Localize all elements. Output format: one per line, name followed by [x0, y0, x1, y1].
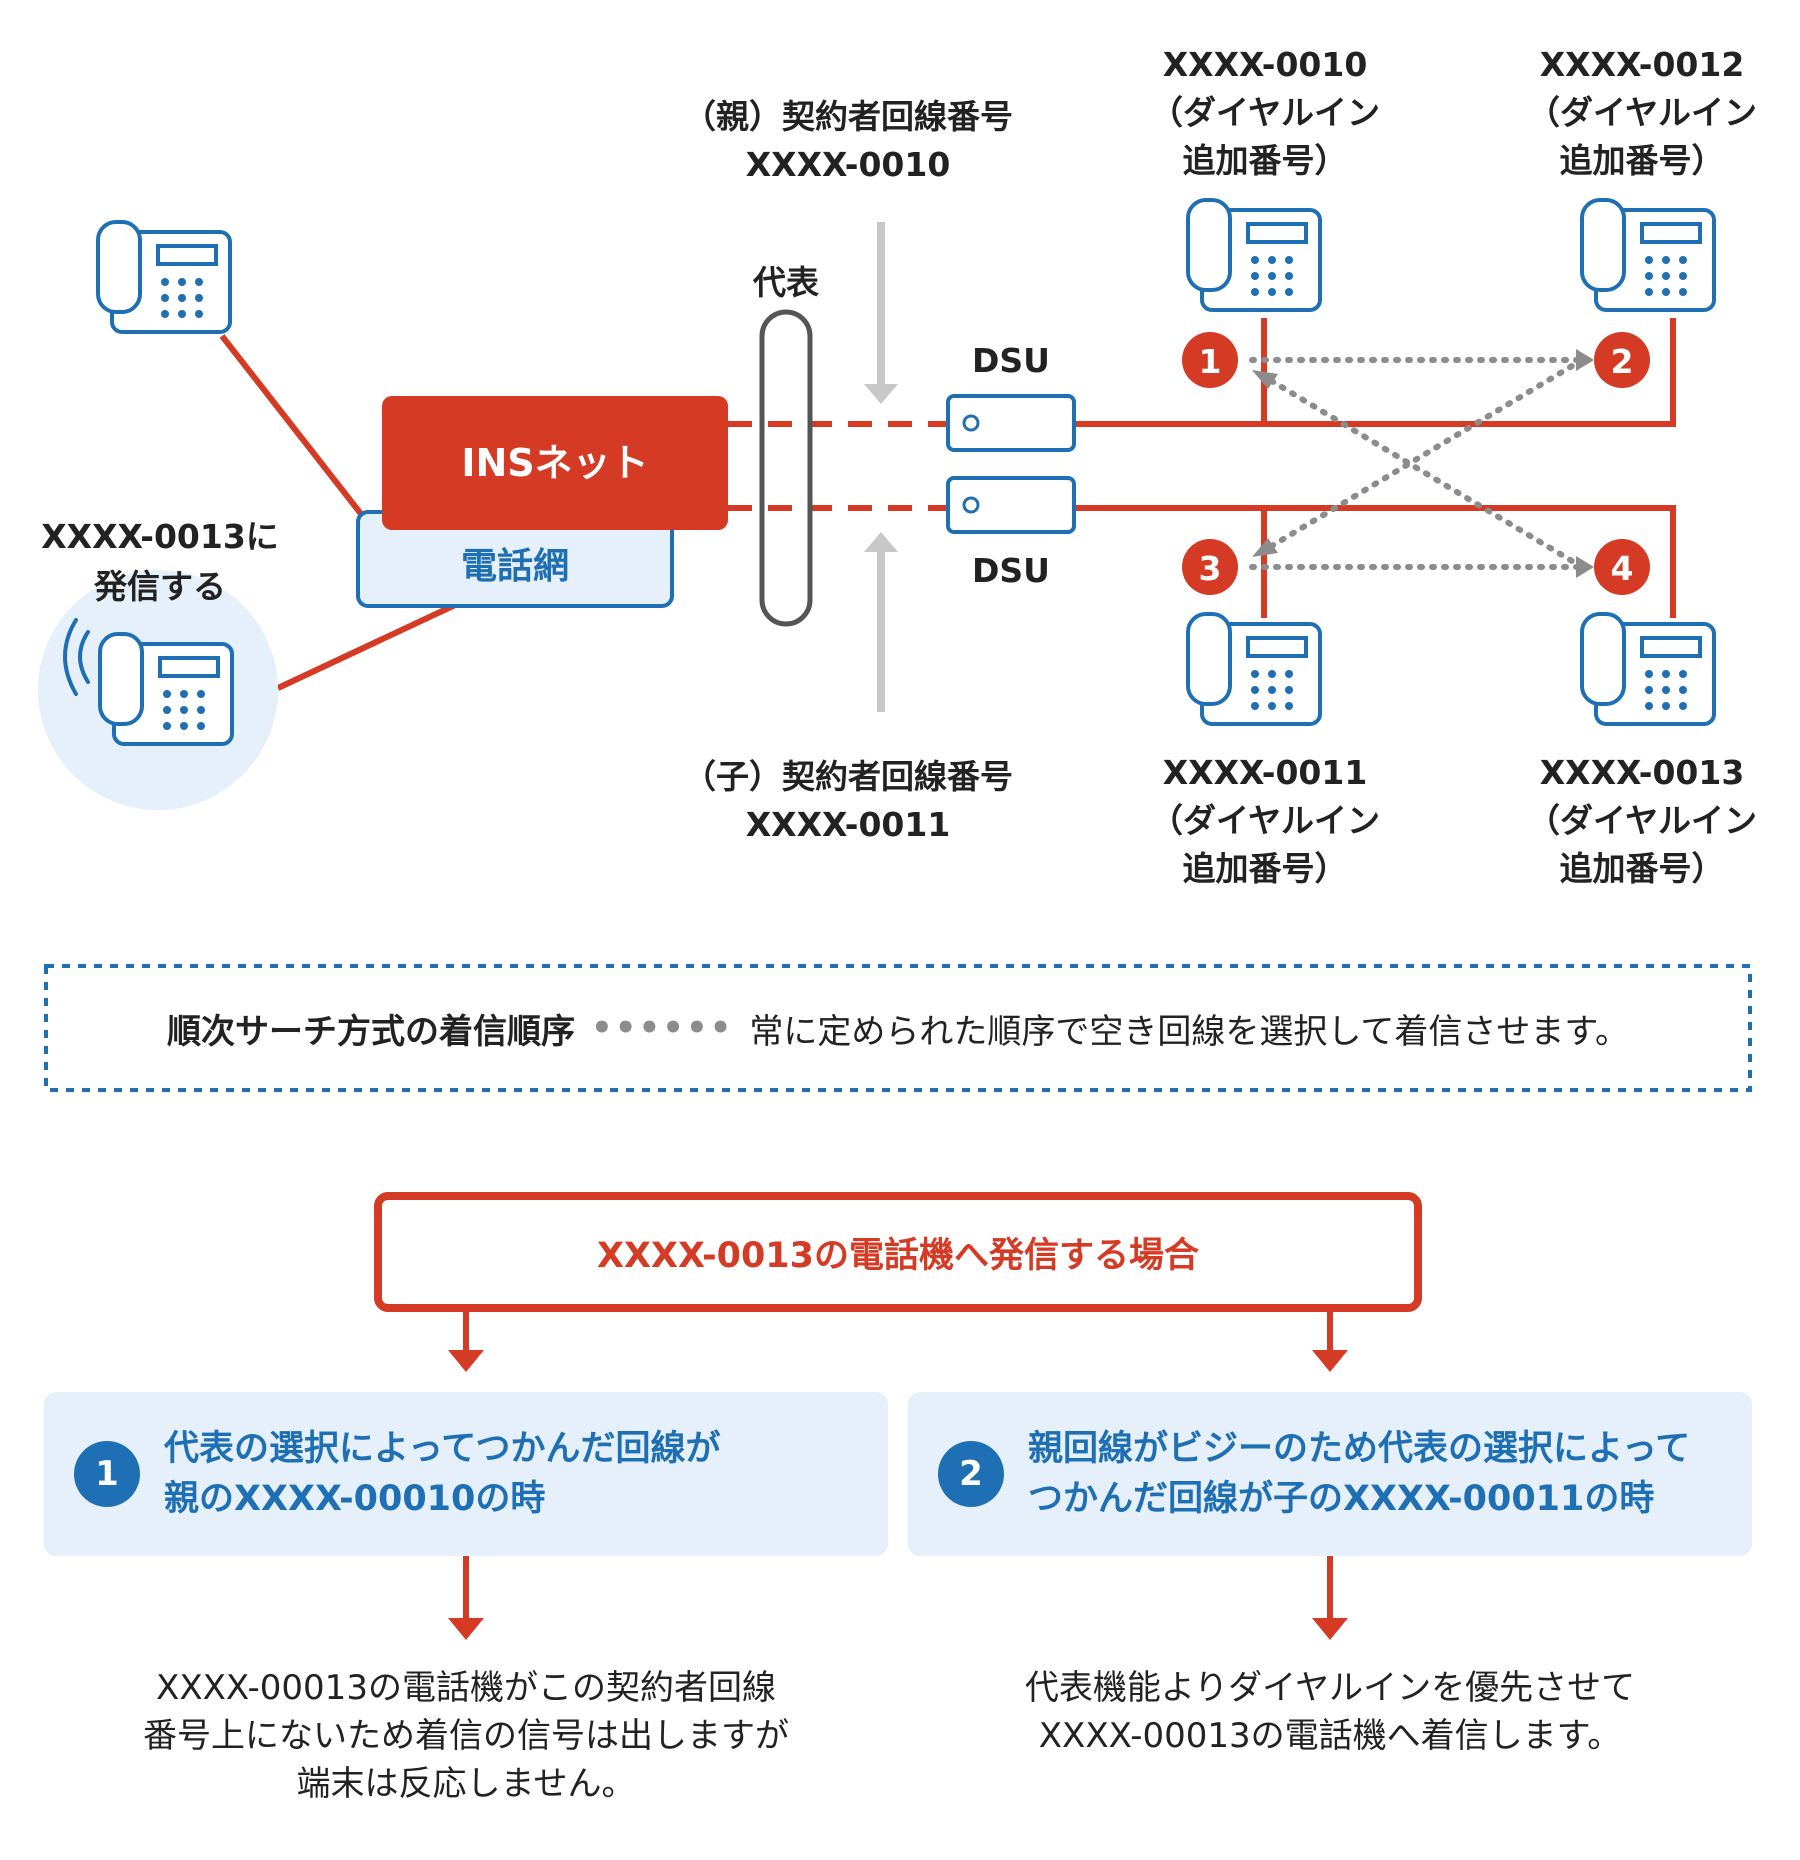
- search-order-arrows: [1249, 357, 1585, 570]
- phone-0013-number: XXXX-0013: [1540, 753, 1745, 792]
- legend-dots: ••••••: [591, 1008, 734, 1048]
- case-title: XXXX-0013の電話機へ発信する場合: [596, 1235, 1200, 1276]
- legend-term: 順次サーチ方式の着信順序: [167, 1011, 576, 1052]
- svg-text:3: 3: [1199, 549, 1222, 588]
- result-1-line1: XXXX-00013の電話機がこの契約者回線: [156, 1668, 776, 1708]
- line-caller-phone: [276, 595, 472, 691]
- condition-badge-2: 2: [938, 1441, 1004, 1507]
- condition-1: 1 代表の選択によってつかんだ回線が 親のXXXX-00010の時: [44, 1392, 884, 1556]
- order-badge-2: 2: [1594, 332, 1650, 388]
- result-1-line3: 端末は反応しません。: [296, 1764, 636, 1804]
- order-badge-3: 3: [1182, 539, 1238, 595]
- phone-0013-line2: （ダイヤルイン: [1527, 801, 1757, 840]
- dsu-top: [946, 394, 1076, 452]
- result-1-line2: 番号上にないため着信の信号は出しますが: [143, 1716, 789, 1756]
- legend-description: 常に定められた順序で空き回線を選択して着信させます。: [749, 1011, 1629, 1052]
- phone-0011-line3: 追加番号）: [1183, 849, 1348, 888]
- phone-0010-number: XXXX-0010: [1163, 45, 1368, 84]
- condition-badge-1: 1: [74, 1441, 140, 1507]
- legend-box: [44, 964, 1752, 1092]
- phone-0011-number: XXXX-0011: [1163, 753, 1368, 792]
- condition-box-2: [908, 1392, 1752, 1556]
- condition-1-line2: 親のXXXX-00010の時: [164, 1479, 546, 1519]
- phone-0011-line2: （ダイヤルイン: [1150, 801, 1380, 840]
- phone-0012-icon: [1580, 198, 1716, 312]
- daihyo-group: [759, 309, 813, 627]
- child-line-label-1: （子）契約者回線番号: [683, 757, 1013, 796]
- child-line-label-2: XXXX-0011: [746, 805, 951, 844]
- dsu-bottom: [946, 476, 1076, 534]
- line-top-phone: [219, 334, 375, 530]
- condition-2: 2 親回線がビジーのため代表の選択によって つかんだ回線が子のXXXX-0001…: [908, 1392, 1748, 1556]
- phone-0013-line3: 追加番号）: [1560, 849, 1725, 888]
- svg-text:4: 4: [1611, 549, 1634, 588]
- legend-row: 順次サーチ方式の着信順序 •••••• 常に定められた順序で空き回線を選択して着…: [46, 966, 1750, 1090]
- phone-0013-icon: [1580, 612, 1716, 726]
- flow-lines: [463, 1308, 1333, 1620]
- phone-0010-line3: 追加番号）: [1183, 141, 1348, 180]
- svg-text:2: 2: [1611, 342, 1634, 381]
- dsu-bottom-label: DSU: [972, 551, 1050, 590]
- result-2: 代表機能よりダイヤルインを優先させて XXXX-00013の電話機へ着信します。: [910, 1664, 1750, 1760]
- condition-1-line1: 代表の選択によってつかんだ回線が: [164, 1429, 721, 1469]
- svg-text:1: 1: [1199, 342, 1222, 381]
- dsu-top-label: DSU: [972, 341, 1050, 380]
- telnet-label: 電話網: [461, 546, 569, 587]
- ins-box: [382, 396, 728, 530]
- result-2-line1: 代表機能よりダイヤルインを優先させて: [1024, 1668, 1636, 1708]
- condition-2-line1: 親回線がビジーのため代表の選択によって: [1028, 1429, 1691, 1469]
- phone-0010-icon: [1186, 198, 1322, 312]
- caller-label-2: 発信する: [94, 567, 226, 606]
- caller-label-1: XXXX-0013に: [41, 517, 279, 556]
- condition-2-line2: つかんだ回線が子のXXXX-00011の時: [1028, 1479, 1655, 1519]
- parent-line-label-1: （親）契約者回線番号: [683, 97, 1013, 136]
- result-2-line2: XXXX-00013の電話機へ着信します。: [1038, 1716, 1622, 1756]
- order-badge-1: 1: [1182, 332, 1238, 388]
- phone-0010-line2: （ダイヤルイン: [1150, 93, 1380, 132]
- daihyo-label: 代表: [752, 263, 819, 302]
- ins-label: INSネット: [461, 441, 648, 485]
- parent-line-label-2: XXXX-0010: [746, 145, 951, 184]
- order-badge-4: 4: [1594, 539, 1650, 595]
- condition-box-1: [44, 1392, 888, 1556]
- phone-icon: [96, 220, 232, 334]
- phone-0012-line2: （ダイヤルイン: [1527, 93, 1757, 132]
- phone-0012-line3: 追加番号）: [1560, 141, 1725, 180]
- phone-0012-number: XXXX-0012: [1540, 45, 1745, 84]
- case-box: [374, 1192, 1422, 1312]
- phone-0011-icon: [1186, 612, 1322, 726]
- phone-ringing-icon: [63, 618, 234, 746]
- result-1: XXXX-00013の電話機がこの契約者回線 番号上にないため着信の信号は出しま…: [46, 1664, 886, 1808]
